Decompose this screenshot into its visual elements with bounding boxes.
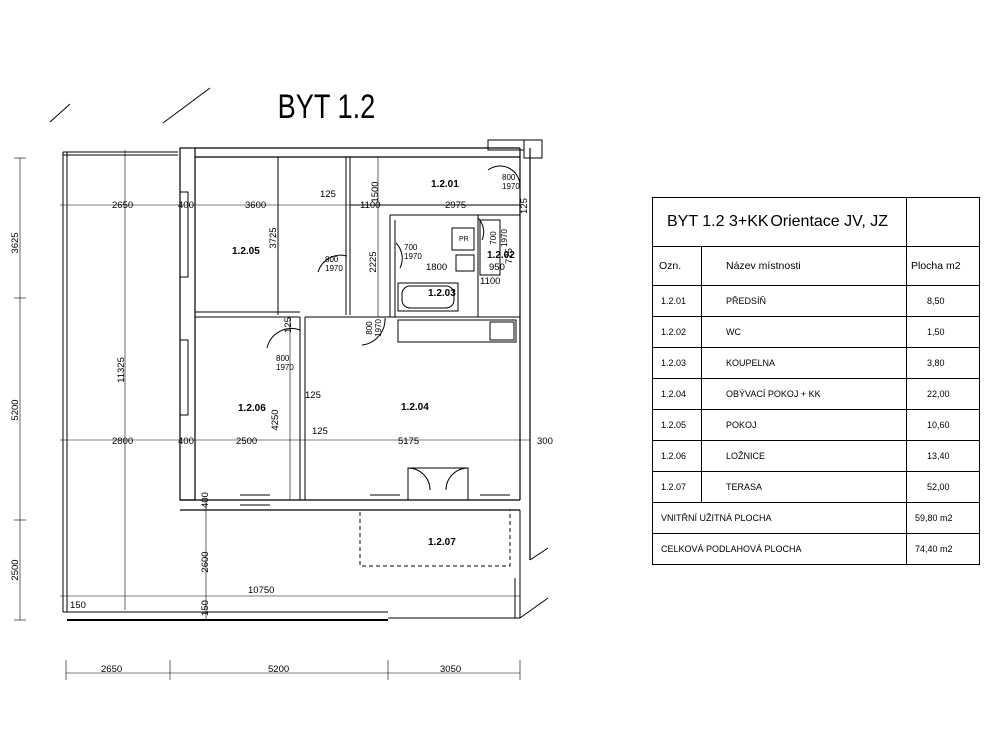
dim-11325: 11325 [116,357,127,383]
dim-3050-bottom: 3050 [440,664,461,675]
door-label-height: 1970 [276,363,294,372]
table-row: 1.2.06 LOŽNICE 13,40 [652,440,980,472]
dim-5200-bottom: 5200 [268,664,289,675]
door-label-width: 800 [325,255,339,264]
total-value: 74,40 m2 [906,533,980,565]
table-row: 1.2.05 POKOJ 10,60 [652,409,980,441]
dim-2500-vertical: 2500 [10,559,21,580]
room-name: PŘEDSÍŇ [701,285,907,317]
dim-5175: 5175 [398,436,419,447]
dim-10750: 10750 [248,585,274,596]
room-code: 1.2.01 [652,285,702,317]
table-row: 1.2.07 TERASA 52,00 [652,471,980,503]
plan-title: BYT 1.2 [278,87,376,126]
dim-125-vertical: 125 [519,198,530,214]
dim-400-top: 400 [178,200,194,211]
room-label-1-2-06: 1.2.06 [238,403,266,414]
column-headers: Ozn. Název místnosti Plocha m2 [652,246,980,286]
dim-150-vertical: 150 [200,600,211,616]
dim-125-living: 125 [312,426,328,437]
room-area: 1,50 [906,316,980,348]
room-area: 3,80 [906,347,980,379]
dim-2600: 2600 [200,551,211,572]
col-name: Název místnosti [701,246,907,286]
dim-1800: 1800 [426,262,447,273]
room-label-1-2-01: 1.2.01 [431,179,459,190]
dim-2650-bottom: 2650 [101,664,122,675]
room-code: 1.2.02 [652,316,702,348]
dim-3600: 3600 [245,200,266,211]
total-value: 59,80 m2 [906,502,980,534]
door-label-height: 1970 [500,229,509,247]
door-label-height: 1970 [404,252,422,261]
room-code: 1.2.06 [652,440,702,472]
room-label-1-2-03: 1.2.03 [428,288,456,299]
dim-3725: 3725 [268,227,279,248]
dim-2500: 2500 [236,436,257,447]
table-row: 1.2.04 OBÝVACÍ POKOJ + KK 22,00 [652,378,980,410]
dim-2650-top: 2650 [112,200,133,211]
col-area: Plocha m2 [906,246,980,286]
door-label-height: 1970 [325,264,343,273]
room-code: 1.2.05 [652,409,702,441]
dim-1500: 1500 [370,181,381,202]
total-label: VNITŘNÍ UŽITNÁ PLOCHA [652,502,907,534]
door-label-width: 700 [489,231,498,245]
room-name: OBÝVACÍ POKOJ + KK [701,378,907,410]
room-name: WC [701,316,907,348]
room-name: KOUPELNA [701,347,907,379]
dim-400-mid: 400 [178,436,194,447]
room-area: 13,40 [906,440,980,472]
table-row: 1.2.03 KOUPELNA 3,80 [652,347,980,379]
dim-3625: 3625 [10,232,21,253]
dim-725: 725 [504,248,515,264]
dim-300: 300 [537,436,553,447]
room-code: 1.2.07 [652,471,702,503]
total-row: VNITŘNÍ UŽITNÁ PLOCHA 59,80 m2 [652,502,980,534]
floor-plan: BYT 1.2 [10,87,553,680]
room-area-table: BYT 1.2 3+KK Orientace JV, JZ Ozn. Název… [652,197,980,565]
total-label: CELKOVÁ PODLAHOVÁ PLOCHA [652,533,907,565]
dim-125-mid: 125 [283,317,294,333]
dim-2975: 2975 [445,200,466,211]
table-row: 1.2.01 PŘEDSÍŇ 8,50 [652,285,980,317]
room-label-1-2-02: 1.2.02 [487,250,515,261]
door-label-height: 1970 [374,319,383,337]
room-area: 52,00 [906,471,980,503]
room-label-1-2-05: 1.2.05 [232,246,260,257]
dim-125-bedroom: 125 [305,390,321,401]
room-code: 1.2.03 [652,347,702,379]
door-label-width: 800 [365,321,374,335]
door-label-height: 1970 [502,182,520,191]
orientation-label: Orientace JV, JZ [770,213,888,230]
apartment-heading: BYT 1.2 3+KK [667,213,769,230]
room-area: 22,00 [906,378,980,410]
dim-1100-wc: 1100 [480,276,500,287]
dim-5200-vertical: 5200 [10,399,21,420]
dim-950: 950 [489,262,505,273]
dim-125-top: 125 [320,189,336,200]
table-header: BYT 1.2 3+KK Orientace JV, JZ [652,197,980,247]
room-label-1-2-07: 1.2.07 [428,537,456,548]
room-code: 1.2.04 [652,378,702,410]
room-name: TERASA [701,471,907,503]
pr-fixture-label: PR [459,236,469,243]
room-area: 8,50 [906,285,980,317]
dim-150-left: 150 [70,600,86,611]
dim-400-vertical: 400 [200,492,211,508]
dim-4250: 4250 [270,409,281,430]
dim-2800: 2800 [112,436,133,447]
dim-2225: 2225 [368,251,379,272]
table-row: 1.2.02 WC 1,50 [652,316,980,348]
dim-1100: 1100 [360,200,380,211]
room-label-1-2-04: 1.2.04 [401,402,429,413]
col-code: Ozn. [652,246,702,286]
total-row: CELKOVÁ PODLAHOVÁ PLOCHA 74,40 m2 [652,533,980,565]
door-label-width: 800 [276,354,290,363]
room-name: POKOJ [701,409,907,441]
door-label-width: 800 [502,173,516,182]
room-area: 10,60 [906,409,980,441]
door-label-width: 700 [404,243,418,252]
room-name: LOŽNICE [701,440,907,472]
